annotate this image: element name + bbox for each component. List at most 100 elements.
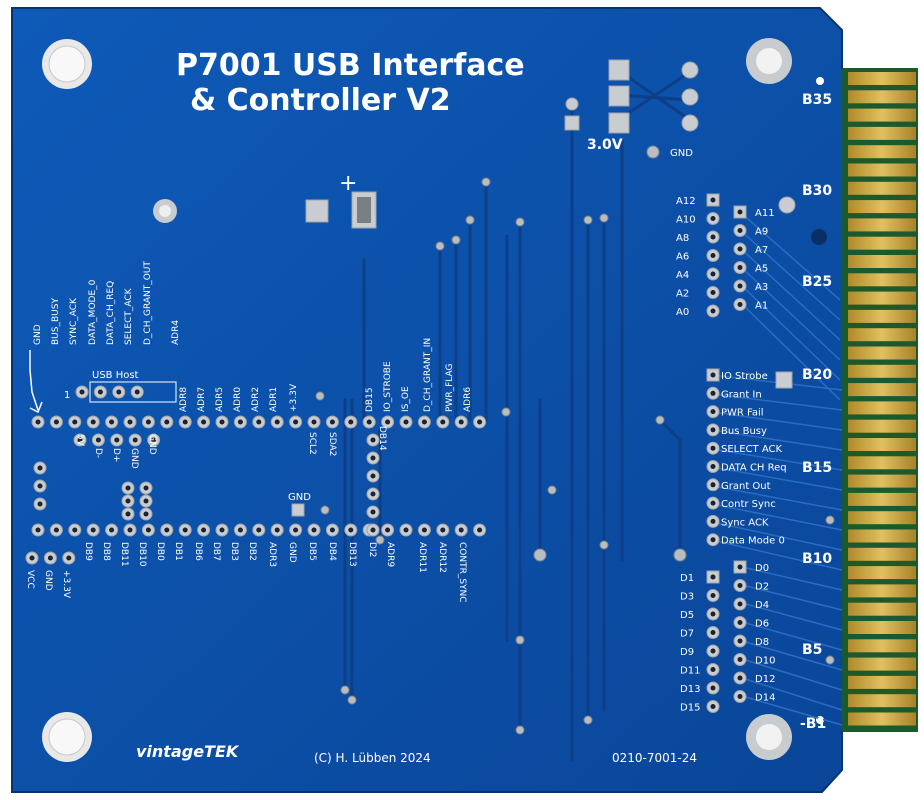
top-header-label-2: ADR5 bbox=[215, 387, 225, 412]
ctrl-label-9: Data Mode 0 bbox=[721, 536, 785, 547]
bottom-header-label-3: DB10 bbox=[137, 542, 147, 567]
mid-label-3: GND bbox=[129, 448, 139, 469]
bottom-header-label-17: ADR11 bbox=[417, 542, 427, 573]
addr-left-a12: A12 bbox=[676, 196, 696, 207]
edge-label-b1: -B1 bbox=[800, 716, 826, 732]
usb-host-label: USB Host bbox=[92, 370, 139, 381]
voltage-select-label: 3.0V bbox=[587, 137, 623, 153]
ctrl-label-5: DATA CH Req bbox=[721, 463, 787, 474]
data-left-d11: D11 bbox=[680, 666, 700, 677]
top-header-label-6: +3.3V bbox=[289, 383, 299, 412]
edge-label-b15: B15 bbox=[802, 460, 832, 476]
bottom-header-label-5: DB1 bbox=[173, 542, 183, 561]
addr-right-a5: A5 bbox=[755, 264, 768, 275]
data-left-d15: D15 bbox=[680, 703, 700, 714]
bottom-header-label-19: CONTR_SYNC bbox=[457, 542, 467, 603]
data-right-d14: D14 bbox=[755, 693, 775, 704]
power-label-2: +3.3V bbox=[61, 570, 71, 599]
left-label-0: GND bbox=[33, 324, 43, 345]
bottom-header-label-15: DI2 bbox=[367, 542, 377, 557]
top-header-label-12: ADR6 bbox=[463, 387, 473, 412]
capacitor-footprint bbox=[305, 191, 377, 229]
left-label-4: DATA_CH_REQ bbox=[106, 281, 116, 345]
addr-left-a4: A4 bbox=[676, 270, 689, 281]
gnd-top-label: GND bbox=[670, 148, 693, 159]
left-label-6: D_CH_GRANT_OUT bbox=[143, 261, 153, 345]
ctrl-label-1: Grant In bbox=[721, 389, 762, 400]
addr-left-a0: A0 bbox=[676, 307, 689, 318]
left-label-1: BUS_BUSY bbox=[51, 298, 61, 345]
vintagetek-logo: vintageTEK bbox=[136, 742, 240, 761]
data-right-d2: D2 bbox=[755, 582, 769, 593]
bottom-header-label-11: GND bbox=[287, 542, 297, 563]
top-header-label-5: ADR1 bbox=[269, 387, 279, 412]
bottom-header-label-13: DB4 bbox=[327, 542, 337, 561]
bottom-header-label-10: ADR3 bbox=[267, 542, 277, 567]
data-left-d1: D1 bbox=[680, 573, 694, 584]
top-header-label-4: ADR2 bbox=[251, 387, 261, 412]
ctrl-label-4: SELECT ACK bbox=[721, 444, 782, 455]
ctrl-label-7: Contr Sync bbox=[721, 499, 776, 510]
addr-left-a8: A8 bbox=[676, 233, 689, 244]
bottom-header-label-4: DB0 bbox=[155, 542, 165, 561]
top-header-label-11: PWR_FLAG bbox=[445, 364, 455, 412]
data-right-d12: D12 bbox=[755, 674, 775, 685]
part-number: 0210-7001-24 bbox=[612, 751, 697, 765]
data-right-d10: D10 bbox=[755, 656, 775, 667]
pin1-mark: 1 bbox=[64, 390, 70, 401]
edge-connector bbox=[842, 68, 918, 732]
mid-label-7: DB14 bbox=[377, 426, 387, 451]
ctrl-label-8: Sync ACK bbox=[721, 517, 769, 528]
edge-label-b35: B35 bbox=[802, 92, 832, 108]
mid-label-5: SCL2 bbox=[307, 432, 317, 455]
edge-label-b30: B30 bbox=[802, 183, 832, 199]
mid-label-1: D- bbox=[93, 448, 103, 458]
mid-label-4: GND bbox=[147, 434, 157, 455]
gnd-mid-label: GND bbox=[288, 492, 311, 503]
bottom-header-label-7: DB7 bbox=[211, 542, 221, 561]
edge-label-b25: B25 bbox=[802, 274, 832, 290]
ctrl-label-3: Bus Busy bbox=[721, 426, 767, 437]
ctrl-label-6: Grant Out bbox=[721, 481, 771, 492]
data-right-d0: D0 bbox=[755, 563, 769, 574]
addr-right-a7: A7 bbox=[755, 245, 768, 256]
power-label-0: VCC bbox=[25, 570, 35, 589]
bottom-header-label-9: DB2 bbox=[247, 542, 257, 561]
edge-label-b5: B5 bbox=[802, 642, 822, 658]
addr-right-a11: A11 bbox=[755, 208, 775, 219]
addr-left-a6: A6 bbox=[676, 252, 689, 263]
voltage-jumper bbox=[564, 59, 699, 134]
addr-right-a9: A9 bbox=[755, 227, 768, 238]
edge-label-b20: B20 bbox=[802, 367, 832, 383]
bottom-header-label-12: DB5 bbox=[307, 542, 317, 561]
bottom-header-label-16: ADR9 bbox=[385, 542, 395, 567]
top-header-label-0: ADR8 bbox=[179, 387, 189, 412]
bottom-header-label-14: DB13 bbox=[347, 542, 357, 567]
top-header-label-7: DB15 bbox=[365, 387, 375, 412]
top-header-label-9: IS_OE bbox=[401, 386, 411, 412]
bottom-header-label-0: DB9 bbox=[83, 542, 93, 561]
addr-left-a10: A10 bbox=[676, 215, 696, 226]
data-left-d3: D3 bbox=[680, 592, 694, 603]
data-left-d13: D13 bbox=[680, 684, 700, 695]
pcb-traces bbox=[343, 68, 843, 762]
bottom-header-label-2: DB11 bbox=[119, 542, 129, 567]
top-header-label-8: IO_STROBE bbox=[383, 361, 393, 412]
ctrl-label-0: IO Strobe bbox=[721, 371, 768, 382]
data-right-d6: D6 bbox=[755, 619, 769, 630]
bottom-header-label-6: DB6 bbox=[193, 542, 203, 561]
power-label-1: GND bbox=[43, 570, 53, 591]
board-title-line1: P7001 USB Interface bbox=[176, 48, 525, 83]
ctrl-label-2: PWR Fail bbox=[721, 408, 764, 419]
left-label-5: SELECT_ACK bbox=[124, 287, 134, 345]
left-label-3: DATA_MODE_0 bbox=[88, 279, 98, 345]
mid-label-6: SDA2 bbox=[327, 432, 337, 456]
vias bbox=[315, 145, 835, 735]
top-header-label-1: ADR7 bbox=[197, 387, 207, 412]
data-left-d7: D7 bbox=[680, 629, 694, 640]
data-left-d5: D5 bbox=[680, 610, 694, 621]
bottom-header-label-18: ADR12 bbox=[437, 542, 447, 573]
data-right-d8: D8 bbox=[755, 637, 769, 648]
plus-mark: + bbox=[339, 171, 357, 196]
